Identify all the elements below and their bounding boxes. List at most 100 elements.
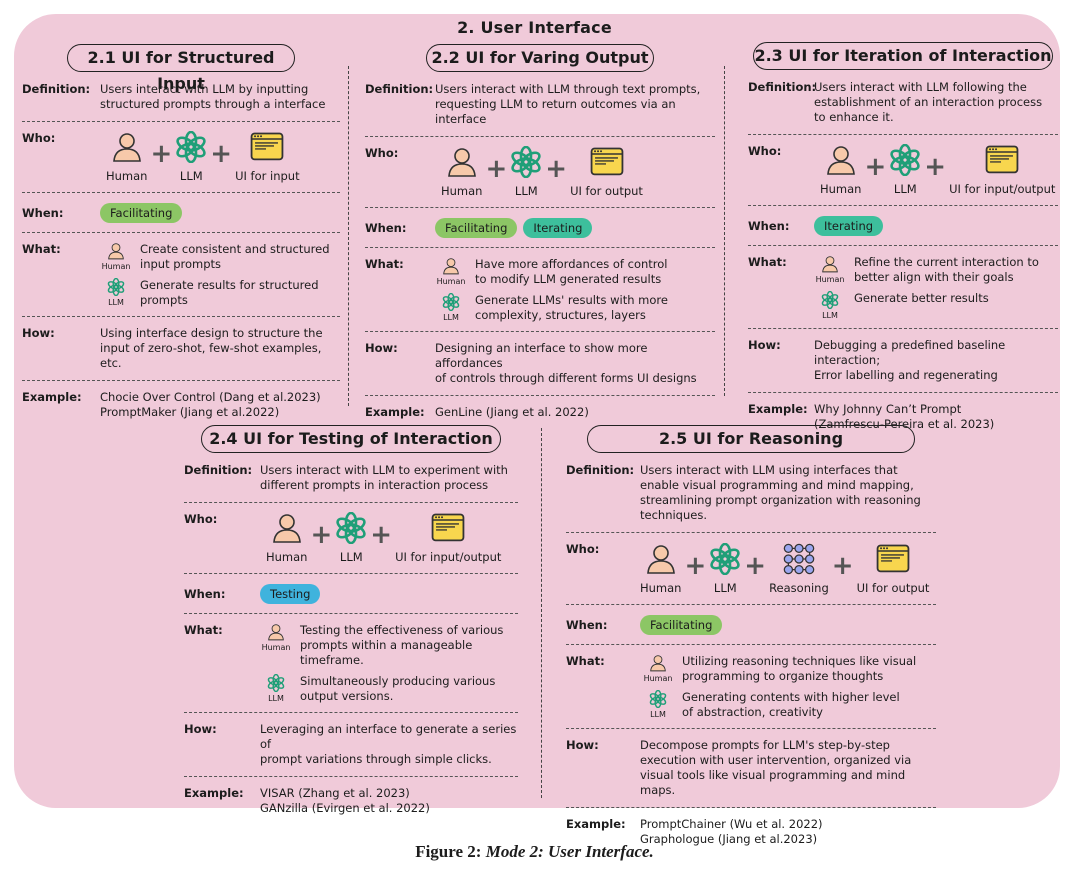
who-label: Who:	[22, 131, 56, 145]
definition-text: Users interact with LLM to experiment wi…	[260, 463, 508, 493]
section-4: 2.4 UI for Testing of Interaction Defini…	[184, 425, 518, 816]
example-label: Example:	[22, 390, 82, 404]
reasoning-actor: Reasoning	[769, 542, 829, 595]
human-icon	[442, 257, 460, 277]
how-line: Designing an interface to show more affo…	[435, 341, 648, 370]
ui-window-icon	[250, 132, 284, 164]
actor-label: Human	[820, 182, 862, 196]
definition-line: Users interact with LLM using interfaces…	[640, 463, 898, 477]
plus-icon: +	[864, 152, 887, 182]
example-line: (Zamfrescu-Pereira et al. 2023)	[814, 417, 995, 431]
how-text: Leveraging an interface to generate a se…	[260, 722, 518, 767]
human-icon	[111, 131, 143, 166]
llm-icon	[335, 511, 367, 547]
what-label: What:	[365, 257, 404, 271]
when-tags: Iterating	[814, 215, 889, 236]
how-label: How:	[566, 738, 599, 752]
what_human-line: programming to organize thoughts	[682, 669, 884, 683]
definition-line: Users interact with LLM by inputting	[100, 82, 309, 96]
what_llm-line: complexity, structures, layers	[475, 308, 646, 322]
what-human: Human Utilizing reasoning techniques lik…	[640, 654, 917, 684]
actor-label: UI for output	[570, 184, 643, 198]
how-line: Leveraging an interface to generate a se…	[260, 722, 517, 751]
dashed-divider	[748, 328, 1058, 329]
human-icon	[446, 146, 478, 181]
plus-icon: +	[150, 139, 173, 169]
plus-icon: +	[545, 154, 568, 184]
icon-caption: Human	[643, 674, 673, 683]
dashed-divider	[184, 776, 518, 777]
what_human-line: input prompts	[140, 257, 222, 271]
when-tag-iterating: Iterating	[523, 218, 593, 238]
how-label: How:	[365, 341, 398, 355]
dashed-divider	[22, 380, 340, 381]
who-actors: Human + LLM + UI for output	[441, 145, 643, 198]
what_llm-line: prompts	[140, 293, 188, 307]
definition-line: establishment of an interaction process	[814, 95, 1043, 109]
definition-label: Definition:	[184, 463, 253, 477]
how-line: input of zero-shot, few-shot examples, e…	[100, 341, 322, 370]
icon-caption: LLM	[268, 694, 284, 703]
how-line: prompt variations through simple clicks.	[260, 752, 492, 766]
dashed-divider	[365, 331, 715, 332]
when-tag-testing: Testing	[260, 584, 321, 604]
who-label: Who:	[184, 512, 218, 526]
icon-caption: LLM	[443, 313, 459, 322]
when-label: When:	[22, 205, 64, 220]
when-tag-facilitating: Facilitating	[100, 203, 183, 223]
dashed-divider	[748, 245, 1058, 246]
ui-actor: UI for input/output	[395, 513, 501, 564]
example-text: GenLine (Jiang et al. 2022)	[435, 405, 589, 420]
definition-text: Users interact with LLM using interfaces…	[640, 463, 921, 523]
dashed-divider	[365, 395, 715, 396]
dashed-divider	[566, 807, 936, 808]
definition-label: Definition:	[566, 463, 635, 477]
example-line: VISAR (Zhang et al. 2023)	[260, 786, 410, 800]
what-human: Human Testing the effectiveness of vario…	[258, 623, 518, 668]
llm-icon	[510, 145, 542, 181]
dashed-divider	[748, 134, 1058, 135]
ui-window-icon	[431, 513, 465, 545]
what-llm-text: Generate better results	[854, 291, 989, 306]
actor-label: LLM	[893, 182, 917, 196]
ui-window-icon	[590, 147, 624, 179]
what-label: What:	[22, 242, 61, 256]
plus-icon: +	[310, 520, 333, 550]
what_human-line: Utilizing reasoning techniques like visu…	[682, 654, 917, 668]
definition-line: to enhance it.	[814, 110, 894, 124]
icon-caption: Human	[261, 643, 291, 652]
icon-caption: Human	[815, 275, 845, 284]
what-llm: LLM Generate better results	[812, 290, 1039, 320]
example-line: PromptMaker (Jiang et al.2022)	[100, 405, 280, 419]
ui-actor: UI for input/output	[949, 145, 1055, 196]
what_llm-line: Generate results for structured	[140, 278, 319, 292]
dashed-divider	[566, 604, 936, 605]
example-label: Example:	[365, 405, 425, 419]
definition-line: Users interact with LLM following the	[814, 80, 1027, 94]
reasoning-icon	[782, 542, 816, 579]
actor-label: LLM	[713, 581, 737, 595]
definition-line: requesting LLM to return outcomes via an…	[435, 97, 676, 126]
actor-label: Human	[266, 550, 308, 564]
human-icon	[271, 512, 303, 547]
actor-label: LLM	[179, 169, 203, 183]
definition-text: Users interact with LLM through text pro…	[435, 82, 715, 127]
example-line: Chocie Over Control (Dang et al.2023)	[100, 390, 321, 404]
example-line: Graphologue (Jiang et al.2023)	[640, 832, 818, 846]
caption-text: Mode 2: User Interface.	[485, 842, 654, 861]
icon-caption: LLM	[650, 710, 666, 719]
icon-caption: LLM	[108, 298, 124, 307]
plus-icon: +	[684, 551, 707, 581]
what_human-line: Create consistent and structured	[140, 242, 330, 256]
how-line: of controls through different forms UI d…	[435, 371, 697, 385]
definition-line: Users interact with LLM to experiment wi…	[260, 463, 508, 477]
human-actor: Human	[266, 512, 307, 564]
how-text: Designing an interface to show more affo…	[435, 341, 715, 386]
